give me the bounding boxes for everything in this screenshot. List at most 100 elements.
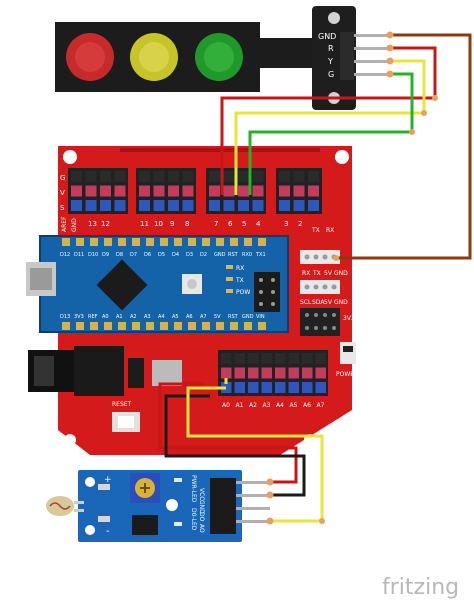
ldr-sensor-module: + - PWR-LED D0-LED VCC GND DO AO (46, 470, 270, 542)
nano-bottom-pin-label: A2 (130, 314, 137, 320)
nano-top-pin (216, 238, 224, 246)
shield-header-pin (252, 185, 264, 197)
nano-top-pin (160, 238, 168, 246)
nano-bottom-pin-label: D13 (60, 314, 70, 320)
gvs-label: G (60, 174, 65, 182)
nano-bottom-pin (160, 322, 168, 330)
nano-top-pin-label: D9 (102, 252, 109, 258)
nano-led-label: RX (236, 265, 244, 272)
nano-top-pin-label: D3 (186, 252, 193, 258)
nano-bottom-pin-label: 3V3 (74, 314, 84, 320)
shield-header-pin (238, 185, 249, 197)
nano-top-pin (90, 238, 98, 246)
wire-ldr-vcc (158, 382, 298, 484)
shield-header-pin (308, 171, 319, 182)
i2c-label: SCL (300, 299, 312, 306)
analog-header-pin (248, 382, 259, 393)
nano-top-pin-label: D8 (116, 252, 123, 258)
analog-header-pin (234, 353, 245, 364)
tl-pin-label: GND (318, 32, 336, 41)
nano-top-pin (104, 238, 112, 246)
nano-bottom-pin (174, 322, 182, 330)
nano-bottom-pin (62, 322, 70, 330)
traffic-light-module: GND R Y G (55, 6, 390, 110)
analog-header-pin (302, 382, 313, 393)
shield-header-pin (293, 185, 305, 197)
i2c-label: 5V (324, 299, 333, 306)
power-header (300, 308, 340, 336)
shield-header-pin (238, 200, 249, 211)
analog-pin-label: A4 (276, 402, 284, 409)
analog-header-pin (315, 367, 326, 379)
shield-header-pin (279, 185, 290, 197)
nano-top-pin-label: D11 (74, 252, 84, 258)
shield-header-pin (85, 200, 97, 211)
shield-pin-number: 12 (101, 220, 110, 228)
analog-header-pin (221, 382, 232, 393)
shield-pin-number: 5 (242, 220, 246, 228)
analog-header-pin (302, 353, 313, 364)
analog-header-pin (261, 382, 272, 393)
wire-ldr-ao (186, 386, 324, 523)
analog-header-pin (315, 382, 326, 393)
nano-bottom-pin-label: A7 (200, 314, 207, 320)
ldr-label: PWR-LED (190, 475, 197, 503)
shield-header-pin (139, 185, 150, 197)
tl-pin-label: Y (327, 57, 333, 66)
ldr-pin-label: VCC (198, 488, 205, 500)
analog-header-pin (261, 353, 272, 364)
shield-header-pin (114, 185, 126, 197)
shield-header-pin (182, 185, 194, 197)
reset-button (112, 412, 140, 432)
analog-header (218, 350, 328, 396)
nano-top-pin (146, 238, 154, 246)
voltage-regulator (128, 358, 144, 388)
fritzing-watermark: fritzing (382, 575, 459, 600)
nano-top-pin (76, 238, 84, 246)
ldr-pin-label: DO (198, 512, 205, 522)
nano-bottom-pin-label: A3 (144, 314, 151, 320)
wires (158, 31, 472, 525)
nano-board (40, 236, 288, 332)
comparator-chip (132, 515, 158, 535)
shield-header-pin (252, 200, 264, 211)
nano-top-pin (118, 238, 126, 246)
nano-bottom-pin (216, 322, 224, 330)
ldr-header (210, 478, 236, 534)
shield-header-pin (139, 200, 150, 211)
shield-header-pin (153, 185, 165, 197)
analog-pin-label: A3 (263, 402, 271, 409)
nano-top-pin-label: D7 (130, 252, 137, 258)
analog-header-pin (275, 367, 286, 379)
shield-header-pin (139, 171, 150, 182)
shield-header-pin (308, 200, 319, 211)
shield-pin-number: 4 (256, 220, 261, 228)
ldr-minus-sign: - (106, 526, 110, 537)
nano-top-pin-label: D10 (88, 252, 98, 258)
analog-header-pin (261, 367, 272, 379)
nano-top-pin (244, 238, 252, 246)
wire-ldr-gnd (164, 394, 306, 497)
nano-bottom-pin (230, 322, 238, 330)
ldr-pin-label: AO (198, 524, 205, 533)
shield-header-pin (252, 171, 264, 182)
shield-header-pin (71, 200, 82, 211)
shield-header-pin (85, 171, 97, 182)
ldr-plus-sign: + (104, 475, 112, 485)
analog-pin-label: A0 (222, 402, 230, 409)
shield-header-pin (238, 171, 249, 182)
reset-label: RESET (112, 401, 132, 408)
nano-top-pin (62, 238, 70, 246)
shield-pin-number: 8 (185, 220, 189, 228)
analog-header-pin (302, 367, 313, 379)
nano-top-pin (132, 238, 140, 246)
shield-pin-number: 7 (214, 220, 218, 228)
nano-bottom-pin-label: RST (228, 314, 239, 320)
wire-gnd-brown (336, 33, 472, 260)
shield-header-pin (293, 200, 305, 211)
nano-top-pin-label: RST (228, 252, 239, 258)
ldr-label: D0-LED (190, 508, 197, 531)
nano-led-label: POW (236, 289, 250, 296)
nano-bottom-pin (118, 322, 126, 330)
